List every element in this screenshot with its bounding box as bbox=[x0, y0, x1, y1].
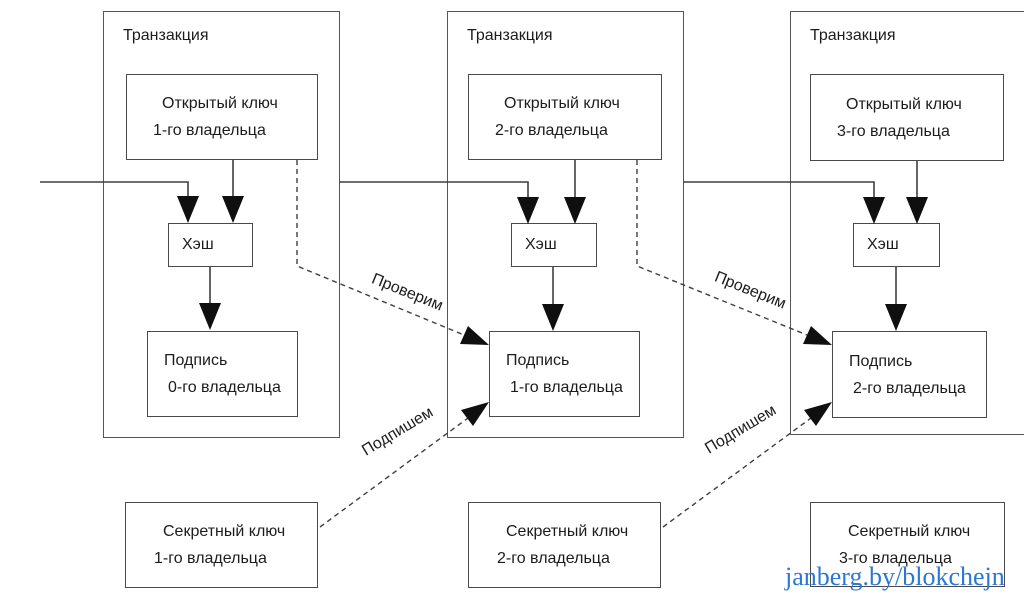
transaction-title-1: Транзакция bbox=[123, 27, 209, 44]
hash-label-3: Хэш bbox=[867, 236, 899, 253]
signature-box-1: Подпись 0-го владельца bbox=[147, 331, 298, 417]
secret-key-2-line-1: Секретный ключ bbox=[506, 523, 629, 540]
public-key-2-line-2: 2-го владельца bbox=[495, 122, 608, 139]
signature-box-2: Подпись 1-го владельца bbox=[489, 331, 640, 417]
public-key-box-3: Открытый ключ 3-го владельца bbox=[810, 74, 1004, 161]
public-key-2-line-1: Открытый ключ bbox=[504, 95, 620, 112]
secret-key-box-3: Секретный ключ 3-го владельца bbox=[810, 502, 1005, 587]
hash-box-2: Хэш bbox=[511, 223, 597, 267]
public-key-1-line-1: Открытый ключ bbox=[162, 95, 278, 112]
sign-label-2: Подпишем bbox=[702, 401, 780, 458]
public-key-box-2: Открытый ключ 2-го владельца bbox=[468, 74, 662, 160]
public-key-3-line-1: Открытый ключ bbox=[846, 95, 962, 113]
public-key-box-1: Открытый ключ 1-го владельца bbox=[126, 74, 318, 160]
secret-key-3-line-2: 3-го владельца bbox=[839, 549, 952, 567]
signature-2-line-1: Подпись bbox=[506, 352, 570, 369]
public-key-1-line-2: 1-го владельца bbox=[153, 122, 266, 139]
hash-label-1: Хэш bbox=[182, 236, 214, 253]
secret-key-box-2: Секретный ключ 2-го владельца bbox=[468, 502, 661, 588]
secret-key-2-line-2: 2-го владельца bbox=[497, 550, 610, 567]
hash-box-3: Хэш bbox=[853, 223, 940, 267]
sign-label-1: Подпишем bbox=[359, 403, 437, 460]
signature-1-line-1: Подпись bbox=[164, 352, 228, 369]
signature-3-line-1: Подпись bbox=[849, 352, 913, 370]
signature-1-line-2: 0-го владельца bbox=[168, 379, 281, 396]
transaction-title-3: Транзакция bbox=[810, 27, 896, 44]
signature-box-3: Подпись 2-го владельца bbox=[832, 331, 987, 418]
signature-2-line-2: 1-го владельца bbox=[510, 379, 623, 396]
secret-key-3-line-1: Секретный ключ bbox=[848, 522, 971, 540]
hash-box-1: Хэш bbox=[168, 223, 253, 267]
secret-key-box-1: Секретный ключ 1-го владельца bbox=[125, 502, 318, 588]
verify-label-2: Проверим bbox=[712, 268, 789, 313]
transaction-title-2: Транзакция bbox=[467, 27, 553, 44]
watermark-url: janberg.by/blokchejn bbox=[785, 562, 1005, 591]
public-key-3-line-2: 3-го владельца bbox=[837, 122, 950, 140]
signature-3-line-2: 2-го владельца bbox=[853, 379, 966, 397]
secret-key-1-line-2: 1-го владельца bbox=[154, 550, 267, 567]
hash-label-2: Хэш bbox=[525, 236, 557, 253]
verify-label-1: Проверим bbox=[369, 270, 446, 315]
secret-key-1-line-1: Секретный ключ bbox=[163, 523, 286, 540]
